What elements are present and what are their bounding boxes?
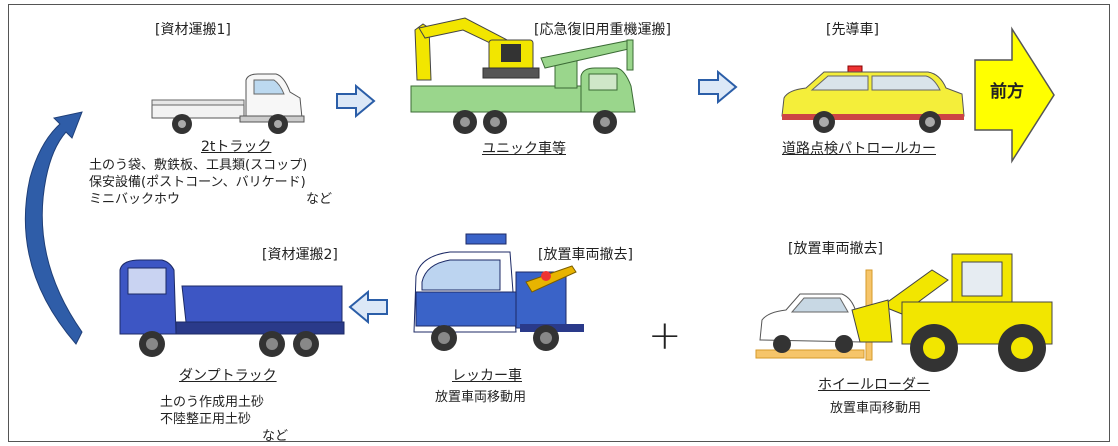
dump-truck-illustration [116, 256, 346, 360]
materials2-vehicle-name: ダンプトラック [179, 368, 277, 384]
materials1-item-1: 土のう袋、敷鉄板、工具類(スコップ) [89, 158, 308, 173]
loader-note: 放置車両移動用 [830, 401, 922, 416]
materials1-item-3: ミニバックホウ [89, 192, 181, 207]
flow-arrow-right-2 [698, 69, 738, 105]
plus-sign: + [648, 313, 682, 359]
tow-heading: [放置車両撤去] [538, 247, 633, 263]
diagram-frame [8, 4, 1110, 442]
heavy-heading: [応急復旧用重機運搬] [534, 22, 671, 38]
wheel-loader-illustration [752, 250, 1062, 376]
forward-arrow [974, 26, 1056, 164]
materials1-heading: [資材運搬1] [155, 22, 231, 38]
heavy-vehicle-name: ユニック車等 [482, 141, 566, 157]
tow-note: 放置車両移動用 [435, 390, 527, 405]
materials1-item-2: 保安設備(ポストコーン、バリケード) [89, 175, 306, 190]
lead-heading: [先導車] [826, 22, 879, 38]
materials2-suffix: など [262, 429, 289, 444]
tow-vehicle-name: レッカー車 [452, 368, 522, 384]
flow-arrow-right-1 [336, 83, 376, 119]
return-curved-arrow [20, 108, 90, 348]
2t-truck-illustration [150, 70, 310, 140]
loader-vehicle-name: ホイールローダー [818, 377, 930, 393]
flow-arrow-left [348, 289, 388, 325]
materials2-item-1: 土のう作成用土砂 [160, 395, 265, 410]
materials2-item-2: 不陸整正用土砂 [160, 412, 252, 427]
materials1-suffix: など [306, 192, 333, 207]
wrecker-truck-illustration [400, 232, 590, 362]
unic-crane-truck-illustration [405, 10, 645, 140]
loader-heading: [放置車両撤去] [788, 241, 883, 257]
lead-vehicle-name: 道路点検パトロールカー [782, 141, 936, 157]
patrol-car-illustration [778, 64, 968, 136]
materials1-vehicle-name: 2tトラック [201, 139, 272, 155]
forward-label: 前方 [990, 82, 1024, 102]
materials2-heading: [資材運搬2] [262, 247, 338, 263]
